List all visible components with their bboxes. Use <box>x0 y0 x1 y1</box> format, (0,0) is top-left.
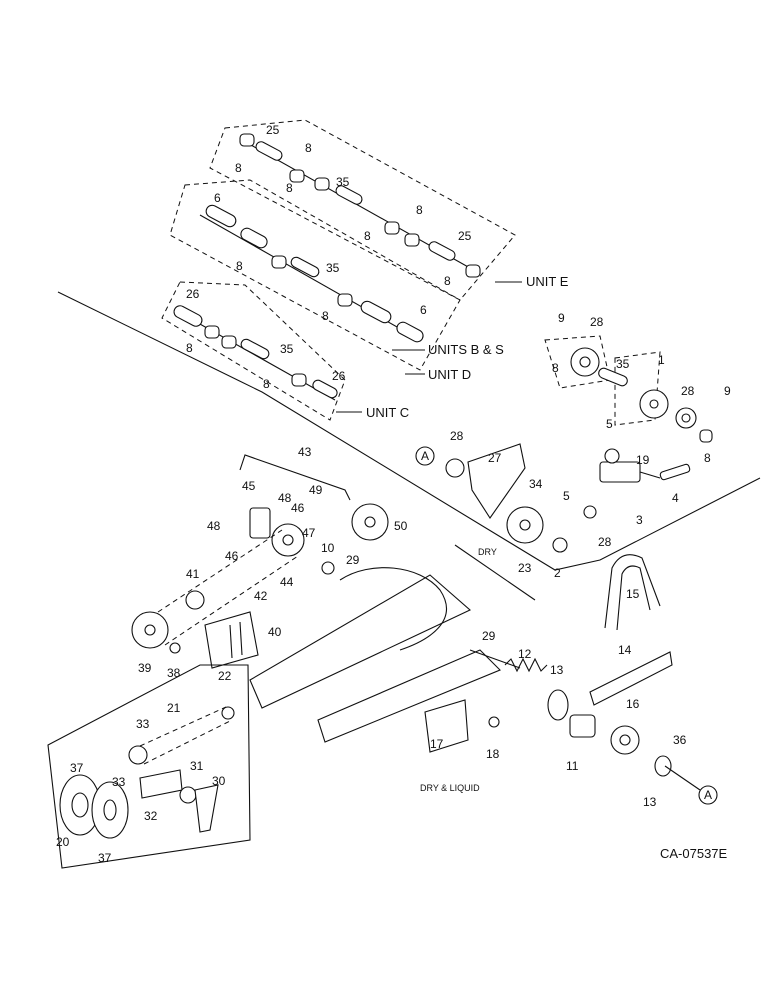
callout-36: 36 <box>673 733 687 747</box>
callout-19: 19 <box>636 453 650 467</box>
callout-2: 2 <box>554 566 561 580</box>
callout-3: 3 <box>636 513 643 527</box>
label-unit-e: UNIT E <box>526 274 569 289</box>
callout-44: 44 <box>280 575 294 589</box>
callout-17: 17 <box>430 737 444 751</box>
u-bolt <box>604 554 661 629</box>
callout-34: 34 <box>529 477 543 491</box>
callout-32: 32 <box>144 809 158 823</box>
callout-29: 29 <box>346 553 360 567</box>
callout-26: 26 <box>332 369 346 383</box>
callout-8: 8 <box>322 309 329 323</box>
lower-shaft-assembly <box>424 649 701 791</box>
callout-6: 6 <box>420 303 427 317</box>
callout-40: 40 <box>268 625 282 639</box>
callout-9: 9 <box>724 384 731 398</box>
reference-marker-a-bottom <box>698 785 718 805</box>
callout-21: 21 <box>167 701 181 715</box>
callout-35: 35 <box>326 261 340 275</box>
callout-4: 4 <box>672 491 679 505</box>
callout-8: 8 <box>444 274 451 288</box>
callout-8: 8 <box>364 229 371 243</box>
callout-23: 23 <box>518 561 532 575</box>
label-dry-liquid: DRY & LIQUID <box>420 783 480 793</box>
callout-13: 13 <box>550 663 564 677</box>
callout-46: 46 <box>225 549 239 563</box>
callout-48: 48 <box>207 519 221 533</box>
callout-43: 43 <box>298 445 312 459</box>
callout-6: 6 <box>214 191 221 205</box>
callout-25: 25 <box>458 229 472 243</box>
callout-8: 8 <box>416 203 423 217</box>
reference-a-label: A <box>421 449 429 463</box>
callout-45: 45 <box>242 479 256 493</box>
callout-33: 33 <box>112 775 126 789</box>
callout-38: 38 <box>167 666 181 680</box>
callout-41: 41 <box>186 567 200 581</box>
clutch-cluster <box>445 335 713 553</box>
callout-33: 33 <box>136 717 150 731</box>
unit-labels: UNIT E UNITS B & S UNIT D UNIT C DRY DRY… <box>366 274 728 861</box>
callout-35: 35 <box>616 357 630 371</box>
callout-50: 50 <box>394 519 408 533</box>
callout-5: 5 <box>606 417 613 431</box>
callout-8: 8 <box>286 181 293 195</box>
base-plate-outline <box>57 291 761 571</box>
callout-30: 30 <box>212 774 226 788</box>
callout-8: 8 <box>305 141 312 155</box>
callout-31: 31 <box>190 759 204 773</box>
callout-18: 18 <box>486 747 500 761</box>
callout-11: 11 <box>566 759 579 773</box>
callout-12: 12 <box>518 647 532 661</box>
callout-5: 5 <box>563 489 570 503</box>
callout-13: 13 <box>643 795 657 809</box>
callout-14: 14 <box>618 643 632 657</box>
shaft-parts <box>173 133 481 399</box>
callout-35: 35 <box>336 175 350 189</box>
label-unit-c: UNIT C <box>366 405 409 420</box>
callout-46: 46 <box>291 501 305 515</box>
callout-8: 8 <box>236 259 243 273</box>
callout-8: 8 <box>263 377 270 391</box>
callout-15: 15 <box>626 587 640 601</box>
callout-8: 8 <box>552 361 559 375</box>
callout-49: 49 <box>309 483 323 497</box>
callout-1: 1 <box>658 353 665 367</box>
reference-a-label: A <box>704 788 712 802</box>
callout-8: 8 <box>235 161 242 175</box>
callout-29: 29 <box>482 629 496 643</box>
callout-28: 28 <box>681 384 695 398</box>
label-dry: DRY <box>478 547 497 557</box>
callout-25: 25 <box>266 123 280 137</box>
callout-28: 28 <box>590 315 604 329</box>
callout-39: 39 <box>138 661 152 675</box>
callout-numbers: 25 8 8 8 35 6 8 8 25 8 35 8 8 6 26 8 35 … <box>56 123 731 865</box>
callout-28: 28 <box>598 535 612 549</box>
callout-35: 35 <box>280 342 294 356</box>
callout-8: 8 <box>704 451 711 465</box>
callout-42: 42 <box>254 589 268 603</box>
callout-22: 22 <box>218 669 232 683</box>
figure-code: CA-07537E <box>660 846 728 861</box>
label-units-b-s: UNITS B & S <box>428 342 504 357</box>
callout-10: 10 <box>321 541 335 555</box>
callout-9: 9 <box>558 311 565 325</box>
reference-marker-a-top <box>415 446 435 466</box>
callout-47: 47 <box>302 526 316 540</box>
frame-rails <box>249 567 501 743</box>
callout-28: 28 <box>450 429 464 443</box>
callout-26: 26 <box>186 287 200 301</box>
callout-37: 37 <box>70 761 84 775</box>
callout-20: 20 <box>56 835 70 849</box>
label-unit-d: UNIT D <box>428 367 471 382</box>
drive-assembly <box>131 503 389 669</box>
inset-clutch-box <box>47 664 251 869</box>
callout-16: 16 <box>626 697 640 711</box>
callout-48: 48 <box>278 491 292 505</box>
callout-8: 8 <box>186 341 193 355</box>
callout-37: 37 <box>98 851 112 865</box>
callout-27: 27 <box>488 451 502 465</box>
